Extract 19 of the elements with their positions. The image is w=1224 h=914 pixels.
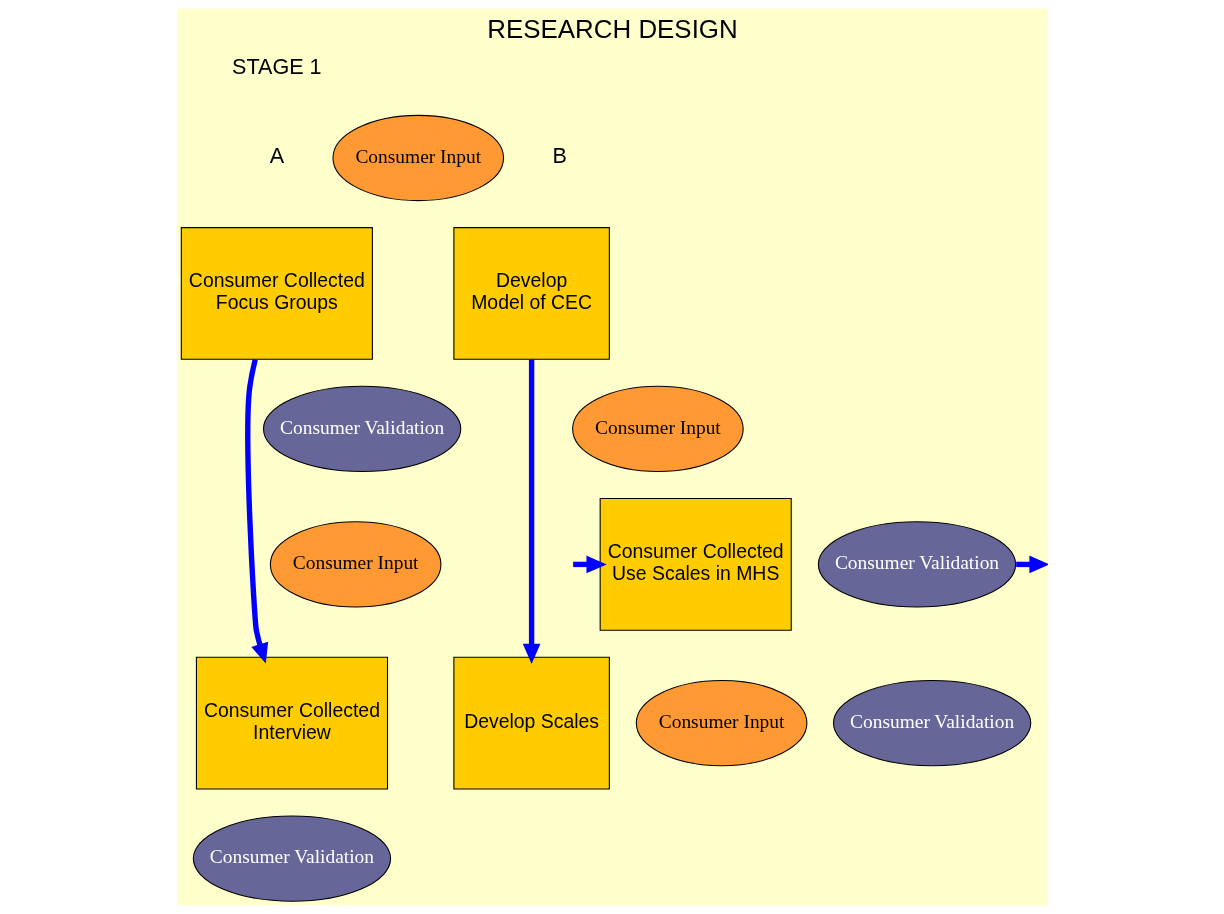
node-ellipse: Consumer Input	[571, 385, 744, 473]
label: A	[269, 143, 284, 169]
node-ellipse: Consumer Validation	[832, 679, 1031, 767]
node-ellipse: Consumer Input	[331, 114, 504, 202]
node-ellipse: Consumer Validation	[262, 385, 461, 473]
node-ellipse: Consumer Input	[269, 521, 441, 608]
arrow	[522, 359, 540, 664]
node-box: Develop Model of CEC	[452, 227, 610, 360]
node-box: Consumer Collected Use Scales in MHS	[599, 498, 792, 631]
node-box: Develop Scales	[452, 656, 610, 790]
node-ellipse: Consumer Validation	[817, 521, 1016, 608]
arrow	[244, 359, 268, 664]
node-box: Consumer Collected Focus Groups	[180, 227, 373, 360]
diagram-title: RESEARCH DESIGN	[486, 14, 738, 43]
label: STAGE 1	[231, 54, 322, 80]
node-ellipse: Consumer Input	[635, 679, 807, 767]
node-ellipse: Consumer Validation	[192, 815, 391, 902]
label: B	[551, 143, 567, 169]
node-box: Consumer Collected Interview	[195, 656, 388, 790]
